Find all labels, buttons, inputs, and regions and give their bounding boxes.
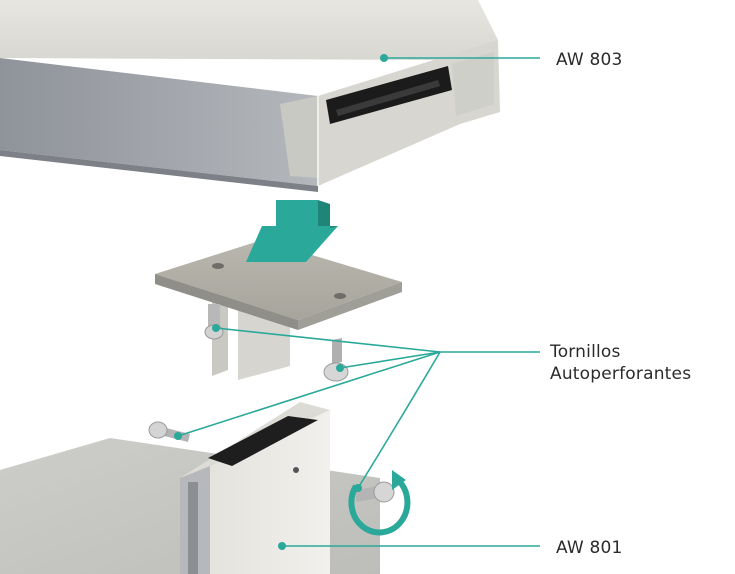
top-profile-aw803	[0, 0, 500, 192]
screw-head	[323, 362, 349, 382]
bracket-hole	[334, 293, 346, 299]
screw-head	[373, 481, 395, 503]
bracket-hole	[212, 263, 224, 269]
top-profile-underside	[0, 150, 318, 192]
leader-lines	[177, 57, 540, 547]
leader-screw-1	[215, 327, 441, 353]
arrow-down-icon-shade	[318, 200, 338, 228]
bracket-plate-edge	[155, 274, 298, 330]
screw-4	[356, 481, 395, 503]
screw-shank	[356, 486, 378, 502]
leader-dot	[174, 432, 182, 440]
screw-shank	[332, 338, 342, 364]
leader-dot	[336, 364, 344, 372]
screw-3	[148, 421, 190, 442]
bottom-profile-aw801	[0, 402, 380, 574]
post-slot	[188, 482, 198, 574]
leader-screw-2	[339, 351, 441, 369]
top-profile-front-face	[0, 58, 318, 186]
leader-dot	[354, 484, 362, 492]
label-screws-line1: Tornillos	[550, 342, 621, 362]
label-aw803: AW 803	[556, 50, 623, 70]
leader-screw-4	[357, 351, 441, 489]
label-aw801: AW 801	[556, 538, 623, 558]
screw-head	[148, 421, 168, 439]
rotate-arrow-icon	[348, 470, 411, 536]
leader-dot	[212, 324, 220, 332]
leader-dot	[380, 54, 388, 62]
bracket-plate-edge-right	[298, 282, 402, 330]
connector-bracket	[155, 240, 402, 380]
label-screws-line2: Autoperforantes	[550, 364, 692, 384]
post-screw-hole	[293, 467, 299, 473]
screw-shank	[208, 304, 220, 328]
label-self-drilling-screws: Tornillos Autoperforantes	[550, 341, 691, 385]
arrow-down-icon	[246, 200, 338, 262]
top-profile-top-face	[0, 0, 498, 60]
post-front-face	[210, 410, 330, 574]
post-gasket	[208, 416, 318, 466]
top-profile-channel-left	[280, 96, 318, 178]
top-profile-channel-right	[452, 52, 494, 116]
bracket-plate-top	[155, 240, 402, 320]
leader-screw-3	[177, 351, 441, 437]
leader-dot	[278, 542, 286, 550]
top-profile-gasket-lip	[336, 80, 440, 116]
screw-2	[323, 338, 349, 382]
leader-dots	[174, 54, 388, 550]
